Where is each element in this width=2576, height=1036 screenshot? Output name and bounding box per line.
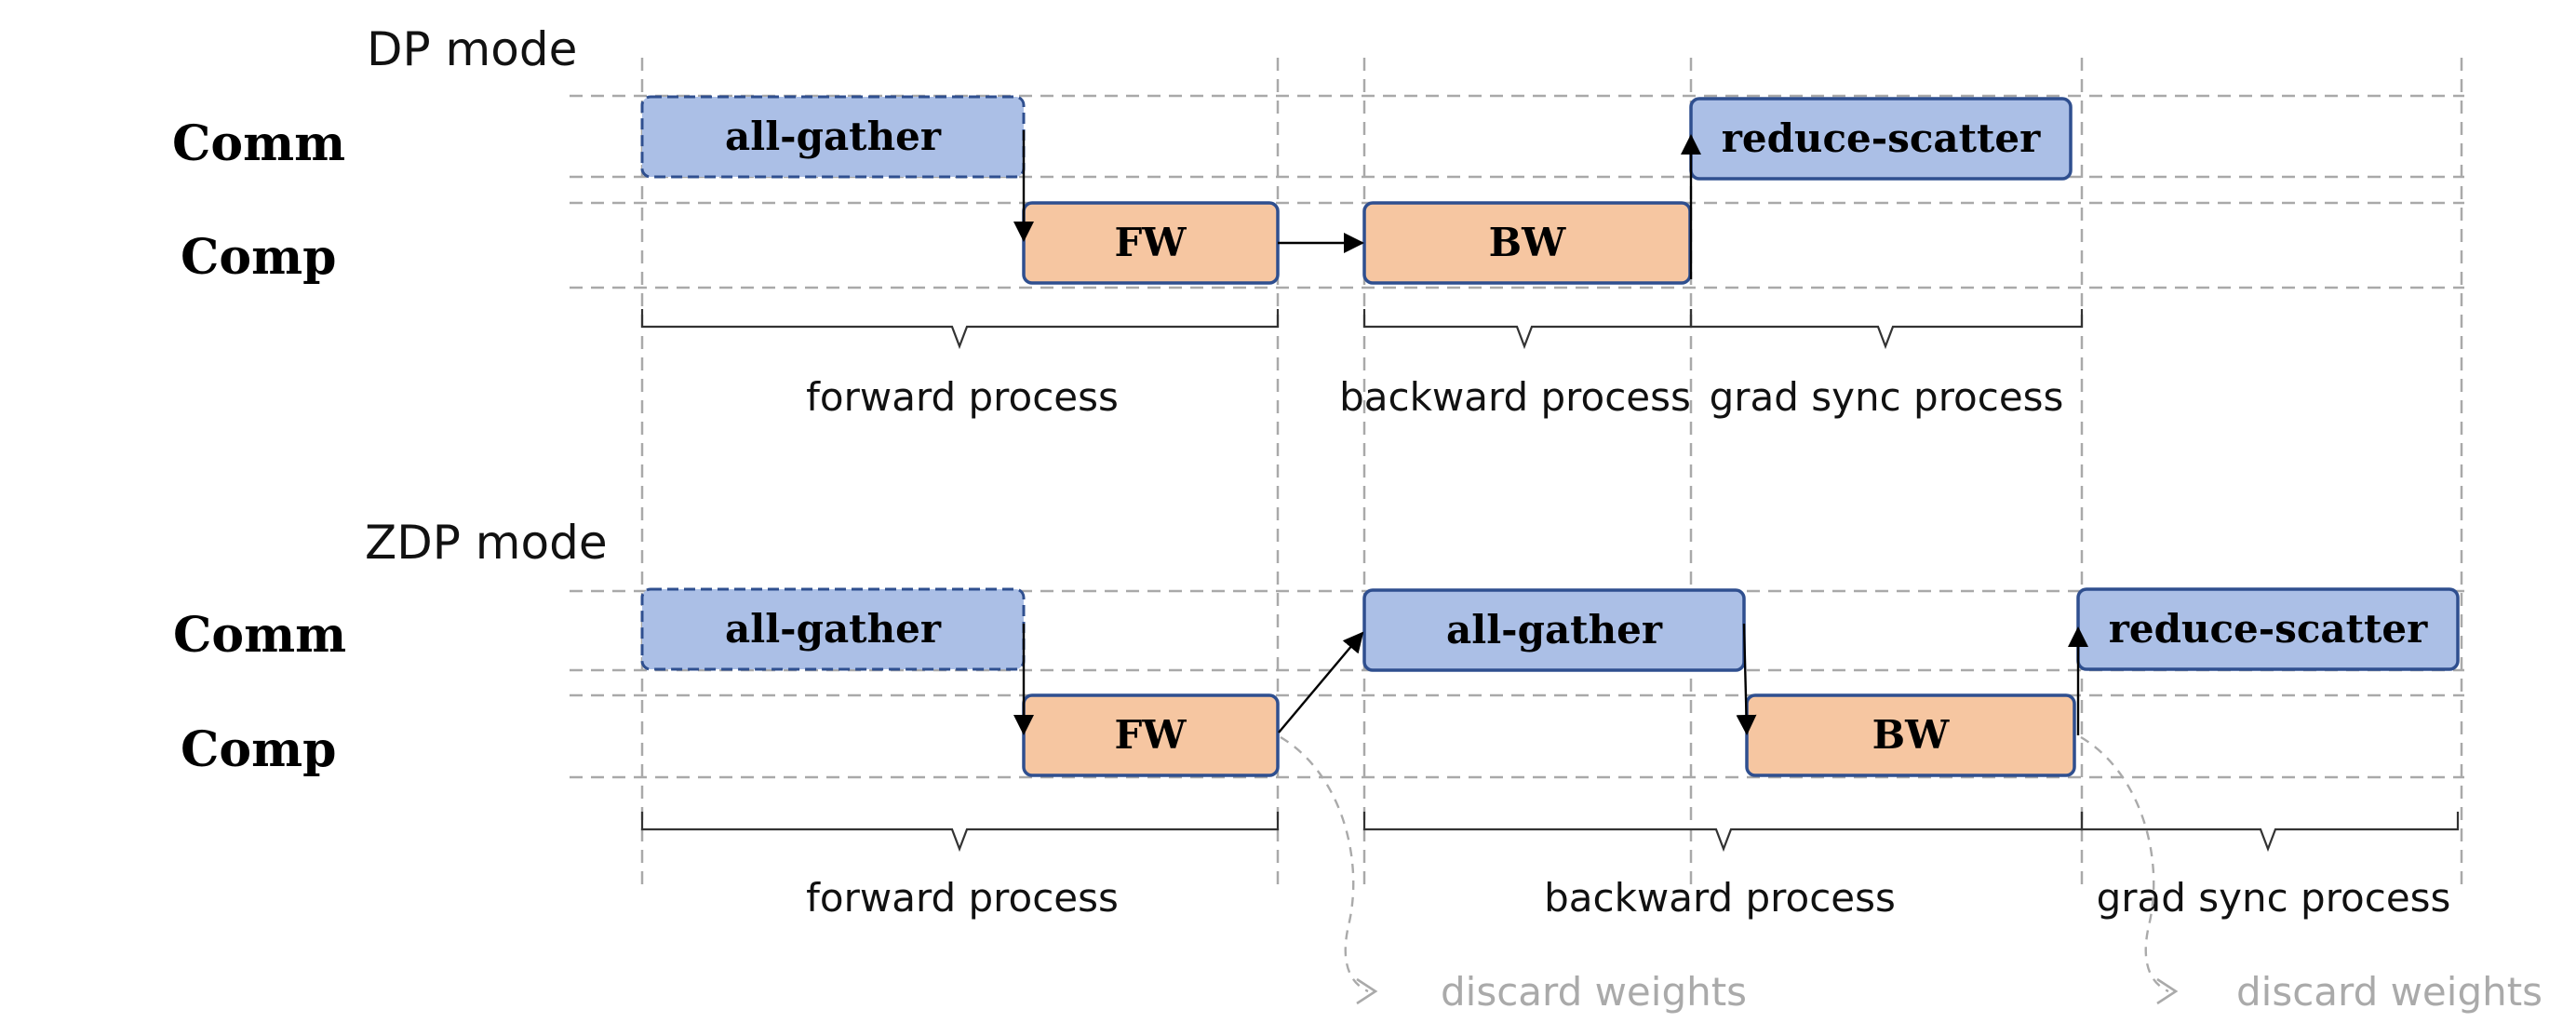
discard-curve: [1280, 735, 1369, 993]
block-label: all-gather: [725, 114, 942, 159]
block-label: BW: [1872, 712, 1950, 758]
chevron-right-icon: [1356, 977, 1378, 1005]
zdp-mode-title: ZDP mode: [365, 516, 608, 570]
horizontal-gridlines: [570, 94, 2464, 779]
zdp-backward-brace: [1362, 812, 2084, 853]
zdp-flow-arrow: [1736, 623, 1757, 735]
dp-backward-brace: [1362, 309, 1693, 350]
zdp-backward-process-label: backward process: [1544, 875, 1896, 921]
dp-grad-sync-brace: [1689, 309, 2084, 350]
block-label: BW: [1489, 220, 1566, 265]
dp-comp-row-label: Comp: [181, 229, 336, 286]
zdp-flow-arrow: [1278, 631, 1364, 733]
dp-mode-title: DP mode: [367, 22, 577, 76]
dp-forward-brace: [640, 309, 1280, 350]
dp-grad-sync-process-label: grad sync process: [1710, 374, 2064, 420]
block-label: all-gather: [725, 606, 942, 652]
discard-weights-label: discard weights: [2236, 969, 2542, 1015]
dp-comm-row-label: Comm: [172, 115, 345, 172]
dp-forward-process-label: forward process: [806, 374, 1119, 420]
dp-reduce-scatter-block: reduce-scatter: [1689, 97, 2073, 181]
zdp-comp-row-label: Comp: [181, 721, 336, 778]
zdp-mode-section: ZDP mode Comm Comp all-gather FW all-gat…: [173, 516, 2542, 1015]
zdp-all-gather-block-2: all-gather: [1362, 588, 1746, 672]
zdp-forward-brace: [640, 812, 1280, 853]
discard-curve: [2080, 735, 2169, 993]
vertical-gridlines: [640, 58, 2463, 889]
block-label: FW: [1115, 712, 1187, 758]
zdp-grad-sync-brace: [2080, 812, 2460, 853]
dp-all-gather-block: all-gather: [640, 95, 1026, 179]
zdp-reduce-scatter-block: reduce-scatter: [2076, 587, 2460, 671]
dp-fw-block: FW: [1022, 201, 1280, 285]
zdp-grad-sync-process-label: grad sync process: [2097, 875, 2451, 921]
dp-bw-block: BW: [1362, 201, 1692, 285]
block-label: FW: [1115, 220, 1187, 265]
zdp-bw-block: BW: [1745, 693, 2076, 777]
discard-weights-label: discard weights: [1441, 969, 1747, 1015]
zdp-fw-block: FW: [1022, 693, 1280, 777]
discard-weights-note-1: discard weights: [1280, 735, 1747, 1015]
block-label: reduce-scatter: [1722, 115, 2041, 161]
dp-backward-process-label: backward process: [1339, 374, 1691, 420]
block-label: all-gather: [1446, 607, 1663, 653]
chevron-right-icon: [2156, 977, 2179, 1005]
zdp-all-gather-block-1: all-gather: [640, 587, 1026, 671]
discard-weights-note-2: discard weights: [2080, 735, 2542, 1015]
zdp-forward-process-label: forward process: [806, 875, 1119, 921]
dp-mode-section: DP mode Comm Comp all-gather FW BW reduc…: [172, 22, 2084, 420]
zdp-comm-row-label: Comm: [173, 607, 346, 664]
block-label: reduce-scatter: [2109, 606, 2428, 652]
